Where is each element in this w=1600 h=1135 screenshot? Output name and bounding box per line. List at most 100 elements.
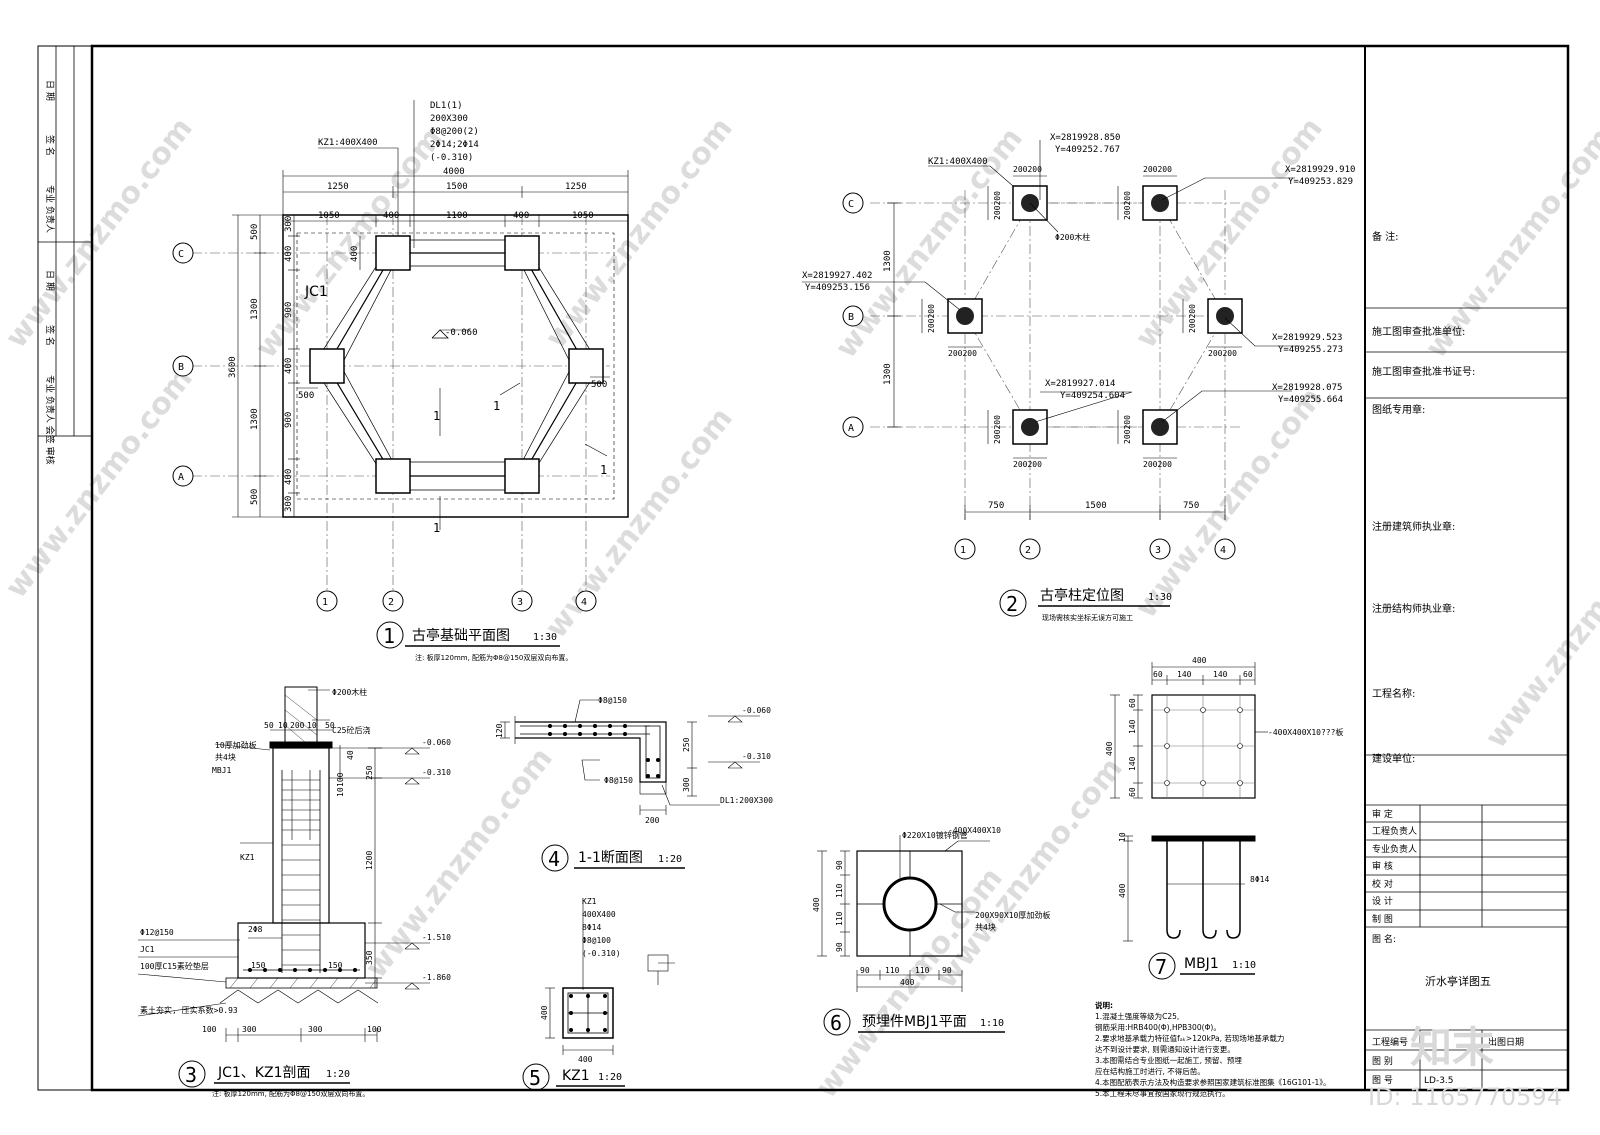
dl-label: (-0.310) [430, 153, 473, 163]
dim-text: 400 [812, 897, 821, 912]
watermark-text: www.znzmo.com [929, 751, 1130, 995]
axis-label: C [848, 199, 854, 210]
dim-text: 110 [835, 911, 844, 926]
dim-text: 400 [1105, 741, 1114, 756]
dim-text: 140 [1213, 670, 1228, 679]
strip-label: 专业 负责人 会签 审核 [44, 375, 56, 465]
drawing-number: 2 [1006, 592, 1018, 616]
drawing-title: 古亭基础平面图 [412, 627, 510, 644]
jc-label: JC1 [304, 284, 328, 300]
drawing-2-title: 2 古亭柱定位图 1:30 现场需核实坐标无误方可施工 [999, 587, 1172, 622]
drawing-number: 4 [548, 847, 560, 871]
drawing-3-title: 3 JC1、KZ1剖面 1:20 注: 板厚120mm, 配筋为Φ8@150双层… [178, 1060, 369, 1098]
kz-label: KZ1:400X400 [928, 157, 988, 167]
role-label: 审 定 [1372, 808, 1393, 820]
watermark-logo: 知末 [1410, 1023, 1494, 1072]
dim-text: 1300 [883, 250, 893, 272]
dl-label: 2Φ14;2Φ14 [430, 140, 479, 150]
strip-label: 日 期 [44, 270, 55, 291]
dim-text: 500 [298, 391, 314, 401]
drawing-title: 预埋件MBJ1平面 [862, 1014, 967, 1030]
coord-x: X=2819929.523 [1272, 333, 1342, 343]
remarks-label: 备 注: [1372, 230, 1399, 243]
dim-text: 60 [1128, 698, 1137, 708]
sheet-no-label: 图 号 [1372, 1075, 1393, 1086]
coord-x: X=2819929.910 [1285, 165, 1355, 175]
drawing-4-title: 4 1-1断面图 1:20 [541, 844, 685, 872]
dim-text: 1250 [327, 182, 349, 192]
coord-x: X=2819927.014 [1045, 379, 1115, 389]
title-block-text: 备 注: 施工图审查批准单位: 施工图审查批准书证号: 图纸专用章: 注册建筑师… [1372, 230, 1524, 1086]
drawing-2-text: 1 2 3 4 C B A KZ1:400X400 Φ200木柱 200200 … [802, 133, 1355, 556]
dim-text: 200 [645, 816, 660, 825]
axis-label: 2 [1025, 545, 1031, 556]
dim-text: 200200 [1143, 460, 1172, 469]
dim-text: 140 [1177, 670, 1192, 679]
drawing-7-mbj1 [1110, 662, 1268, 942]
role-label: 审 核 [1372, 860, 1393, 872]
dim-text: 1300 [883, 363, 893, 385]
elevation-text: (-0.310) [582, 949, 621, 958]
plate-label: -400X400X10???板 [1268, 727, 1343, 737]
drawing-1-foundation-plan [192, 100, 629, 590]
dim-text: 90 [860, 966, 870, 975]
drawing-1-axis-bubbles [172, 242, 597, 612]
coord-y: Y=409255.664 [1278, 395, 1343, 405]
stirrup-label: Φ8@100 [582, 936, 611, 945]
strip-label: 专业 负责人 [44, 185, 56, 233]
drawing-note: 注: 板厚120mm, 配筋为Φ8@150双层双向布置。 [212, 1089, 369, 1098]
category-label: 图 别 [1372, 1056, 1393, 1067]
dim-text: 1050 [318, 211, 340, 221]
elevation-text: -0.060 [422, 738, 451, 747]
client-label: 建设单位: [1372, 752, 1415, 765]
drawing-7-title: 7 MBJ1 1:10 [1148, 952, 1256, 980]
watermark-text: www.znzmo.com [539, 111, 740, 355]
drawing-6-title: 6 预埋件MBJ1平面 1:10 [823, 1008, 1005, 1036]
dim-text: 300 [242, 1025, 257, 1034]
dim-text: 200200 [993, 191, 1002, 220]
section-mark: 1 [433, 521, 440, 535]
drawing-1-text: 1 2 3 4 C B A KZ1:400X400 DL1(1) 200X300… [178, 101, 607, 608]
note-line: 5.本工程未尽事宜按国家现行规范执行。 [1095, 1088, 1230, 1098]
drawing-scale: 1:20 [598, 1072, 622, 1083]
dim-text: 50 [264, 721, 274, 730]
kz-label: KZ1 [582, 897, 597, 906]
approval-cert-label: 施工图审查批准书证号: [1372, 365, 1475, 378]
title-block [1365, 307, 1568, 1090]
jc-label: JC1 [140, 945, 155, 954]
drawing-4-section-1-1 [500, 699, 760, 815]
drawing-number: 7 [1155, 955, 1167, 979]
architect-seal-label: 注册建筑师执业章: [1372, 520, 1455, 533]
drawing-title: JC1、KZ1剖面 [217, 1065, 311, 1081]
dim-text: 250 [682, 737, 691, 752]
dim-text: 110 [885, 966, 900, 975]
note-line: 4.本图配筋表示方法及构造要求参照国家建筑标准图集《16G101-1》。 [1095, 1077, 1331, 1087]
dim-text: 120 [495, 723, 504, 738]
drawing-title: 古亭柱定位图 [1040, 587, 1124, 604]
drawing-title: KZ1 [562, 1068, 590, 1084]
drawing-2-column-location [802, 140, 1300, 520]
axis-label: B [848, 312, 854, 323]
figure-name-label: 图 名: [1372, 933, 1396, 945]
dim-text: 250 [365, 765, 374, 780]
elevation-text: -0.310 [742, 752, 771, 761]
watermark-layer: www.znzmo.com www.znzmo.com www.znzmo.co… [0, 111, 1600, 1105]
dim-text: 900 [284, 412, 294, 428]
figure-name: 沂水亭详图五 [1425, 974, 1491, 988]
dim-text: 150 [251, 961, 266, 970]
axis-label: 3 [1155, 545, 1161, 556]
note-line: 应在结构施工时进行, 不得后凿。 [1095, 1066, 1205, 1076]
axis-label: A [178, 472, 184, 483]
rebar-label: 2Φ8 [248, 925, 263, 934]
strip-label: 签 名 [44, 325, 56, 346]
coord-y: Y=409255.273 [1278, 345, 1343, 355]
drawing-4-text: Φ8@150 Φ8@150 DL1:200X300 -0.060 -0.310 … [495, 696, 773, 825]
dim-text: 1500 [1085, 501, 1107, 511]
drawing-note: 现场需核实坐标无误方可施工 [1042, 613, 1133, 622]
dim-text: 200200 [993, 415, 1002, 444]
dim-text: 110 [835, 883, 844, 898]
dim-text: 1050 [572, 211, 594, 221]
axis-label: 2 [388, 597, 394, 608]
sheet-frame [37, 44, 1570, 1092]
